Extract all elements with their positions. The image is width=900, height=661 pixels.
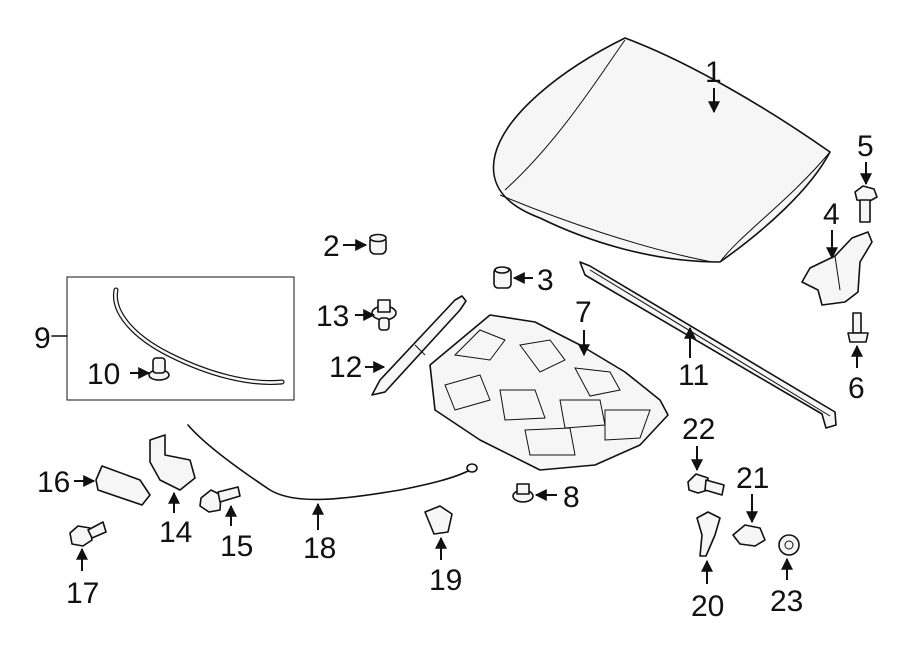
bumper-part	[369, 233, 387, 255]
callout-8: 8	[563, 481, 580, 514]
callout-13: 13	[316, 300, 349, 333]
callout-4: 4	[823, 198, 840, 231]
grommet-part	[778, 534, 800, 556]
hood-panel	[492, 37, 831, 263]
callout-11: 11	[678, 359, 709, 392]
release-bracket-part	[149, 434, 196, 491]
clip-part-13	[371, 299, 397, 331]
prop-rod-end-part	[696, 511, 721, 557]
callout-1: 1	[705, 56, 722, 89]
callout-23: 23	[770, 585, 803, 618]
callout-18: 18	[303, 532, 336, 565]
callout-15: 15	[220, 530, 253, 563]
bolt-part-15	[199, 486, 241, 513]
hinge-bolt-lower-part	[847, 312, 869, 343]
callout-20: 20	[691, 590, 724, 623]
clip-part-10	[148, 357, 170, 381]
release-handle-part	[95, 465, 151, 506]
callout-7: 7	[575, 296, 592, 329]
callout-19: 19	[429, 564, 462, 597]
hinge-bolt-part	[854, 185, 878, 223]
callout-3: 3	[537, 264, 554, 297]
front-seal-part	[579, 261, 837, 429]
callout-9: 9	[34, 322, 51, 355]
callout-5: 5	[857, 130, 874, 163]
callout-14: 14	[159, 516, 192, 549]
bumper-stop-part	[493, 266, 512, 289]
callout-22: 22	[682, 413, 715, 446]
release-cable-part	[187, 424, 478, 501]
latch-clip-part	[424, 505, 453, 535]
callout-21: 21	[736, 462, 769, 495]
callout-6: 6	[848, 372, 865, 405]
retainer-clip-part	[512, 483, 534, 503]
bolt-part-22	[687, 473, 725, 496]
clip-part-21	[732, 524, 766, 547]
callout-17: 17	[66, 577, 99, 610]
callout-16: 16	[37, 466, 70, 499]
hood-insulator-part	[429, 314, 669, 471]
callout-10: 10	[87, 358, 120, 391]
weatherstrip-group	[66, 276, 295, 401]
callout-12: 12	[329, 351, 362, 384]
callout-2: 2	[323, 230, 340, 263]
callout-labels: 1 2 3 4 5 6 7 8 9 10 11 12 13 14 15 16 1…	[34, 56, 874, 623]
bolt-part-17	[69, 521, 107, 547]
hood-hinge-part	[801, 231, 873, 306]
leader-arrows	[51, 88, 872, 584]
lift-support-part	[371, 295, 467, 396]
